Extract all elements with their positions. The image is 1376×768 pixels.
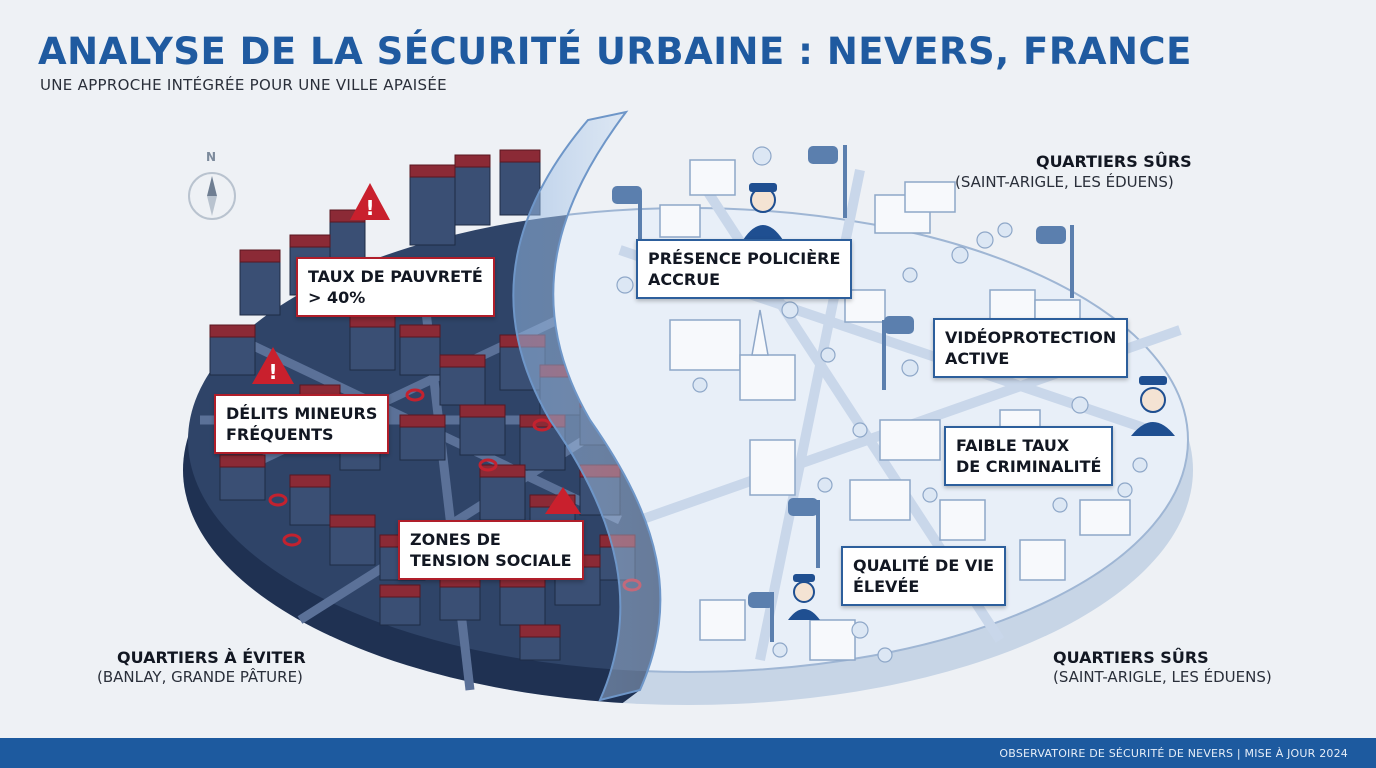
danger-zone-title: QUARTIERS À ÉVITER <box>117 648 306 667</box>
footer-bar: OBSERVATOIRE DE SÉCURITÉ DE NEVERS | MIS… <box>0 738 1376 768</box>
page-title: ANALYSE DE LA SÉCURITÉ URBAINE : NEVERS,… <box>38 30 1192 73</box>
label-quality-of-life: QUALITÉ DE VIE ÉLEVÉE <box>841 546 1007 606</box>
label-low-crime-rate: FAIBLE TAUX DE CRIMINALITÉ <box>944 426 1114 486</box>
footer-source-text: OBSERVATOIRE DE SÉCURITÉ DE NEVERS | MIS… <box>999 747 1348 760</box>
label-video-surveillance: VIDÉOPROTECTION ACTIVE <box>933 318 1129 378</box>
safe-zone-top-districts: (SAINT-ARIGLE, LES ÉDUENS) <box>955 173 1174 191</box>
compass-north-label: N <box>206 150 217 164</box>
label-social-tension: ZONES DE TENSION SOCIALE <box>398 520 584 580</box>
glass-divider-wall <box>512 110 662 702</box>
danger-zone-districts: (BANLAY, GRANDE PÂTURE) <box>97 668 303 686</box>
page-subtitle: UNE APPROCHE INTÉGRÉE POUR UNE VILLE APA… <box>40 76 447 94</box>
warning-glyph-left: ! <box>268 360 277 384</box>
city-map-illustration: ! ! <box>183 110 1193 705</box>
compass-icon: N <box>186 150 238 226</box>
label-minor-offenses: DÉLITS MINEURS FRÉQUENTS <box>214 394 390 454</box>
warning-glyph-top: ! <box>365 196 374 220</box>
safe-zone-bottom-districts: (SAINT-ARIGLE, LES ÉDUENS) <box>1053 668 1272 686</box>
label-poverty-rate: TAUX DE PAUVRETÉ > 40% <box>296 257 495 317</box>
warning-icon-top <box>350 183 390 220</box>
safe-zone-bottom-title: QUARTIERS SÛRS <box>1053 648 1209 667</box>
label-police-presence: PRÉSENCE POLICIÈRE ACCRUE <box>636 239 853 299</box>
warning-icon-left <box>252 347 294 384</box>
safe-zone-top-title: QUARTIERS SÛRS <box>1036 152 1192 171</box>
